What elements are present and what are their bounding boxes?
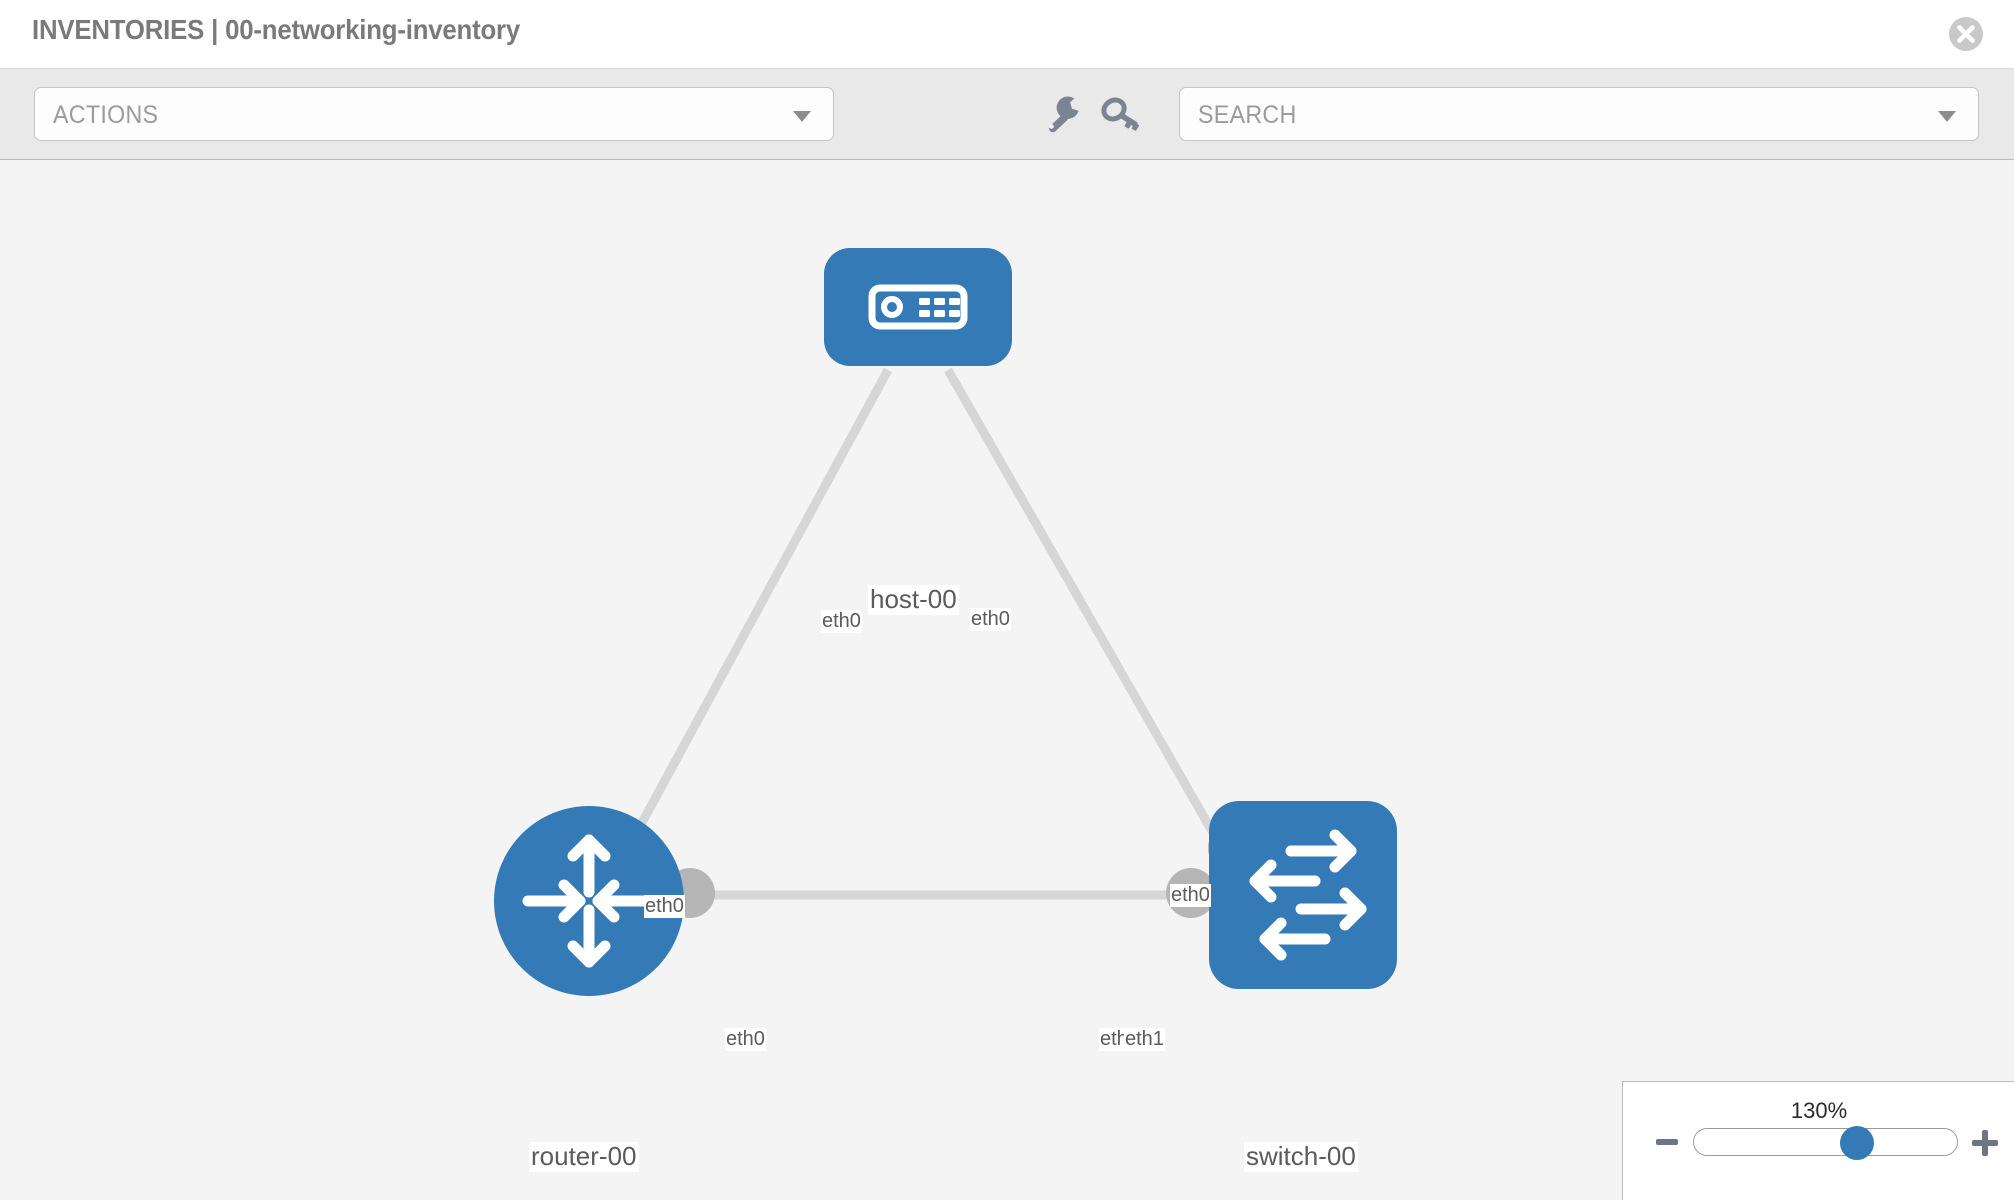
switch-arrows-icon — [1249, 829, 1367, 961]
search-input[interactable]: SEARCH — [1179, 87, 1979, 141]
page-header: INVENTORIES | 00-networking-inventory — [0, 0, 2014, 69]
node-switch-00-shape[interactable] — [1209, 801, 1397, 989]
chevron-down-icon[interactable] — [1938, 111, 1956, 122]
interface-label-switch00-eth0-up: eth0 — [1170, 884, 1211, 907]
zoom-in-button[interactable] — [1972, 1130, 1998, 1156]
toolbar: ACTIONS SEARCH — [0, 69, 2014, 160]
wrench-icon[interactable] — [1041, 91, 1087, 137]
interface-label-host00-eth0-right: eth0 — [970, 608, 1011, 631]
node-host-00[interactable] — [824, 248, 1012, 366]
actions-dropdown[interactable]: ACTIONS — [34, 87, 834, 141]
zoom-slider-thumb[interactable] — [1839, 1126, 1874, 1160]
search-placeholder: SEARCH — [1198, 101, 1297, 129]
node-host-00-shape[interactable] — [824, 248, 1012, 366]
actions-dropdown-label: ACTIONS — [53, 101, 159, 129]
interface-label-router00-eth0: eth0 — [725, 1028, 766, 1051]
zoom-control-panel: 130% — [1622, 1081, 2014, 1200]
node-router-00[interactable] — [494, 806, 684, 996]
zoom-slider-track[interactable] — [1693, 1126, 1958, 1160]
zoom-level-value: 130% — [1790, 1098, 1848, 1123]
node-switch-00[interactable] — [1209, 801, 1397, 989]
node-label-host-00: host-00 — [868, 584, 959, 615]
interface-label-switch00-eth-partial: eth — [1099, 1028, 1129, 1051]
node-label-switch-00: switch-00 — [1244, 1141, 1358, 1172]
close-icon[interactable] — [1946, 14, 1986, 54]
topology-canvas[interactable]: host-00 router-00 switch-00 eth0 eth0 et… — [0, 160, 2014, 1200]
zoom-out-button[interactable] — [1656, 1139, 1678, 1145]
interface-label-router00-eth0-up: eth0 — [644, 895, 685, 918]
server-appliance-icon — [868, 284, 968, 330]
link-host00-switch00 — [944, 367, 1244, 883]
chevron-down-icon — [793, 111, 811, 122]
interface-label-switch00-eth1: eth1 — [1124, 1028, 1165, 1051]
interface-label-host00-eth0-left: eth0 — [821, 610, 862, 633]
node-label-router-00: router-00 — [529, 1141, 639, 1172]
router-arrows-icon — [522, 834, 656, 968]
link-host00-router00 — [596, 367, 892, 903]
page-title: INVENTORIES | 00-networking-inventory — [32, 14, 521, 45]
key-icon[interactable] — [1097, 91, 1143, 137]
